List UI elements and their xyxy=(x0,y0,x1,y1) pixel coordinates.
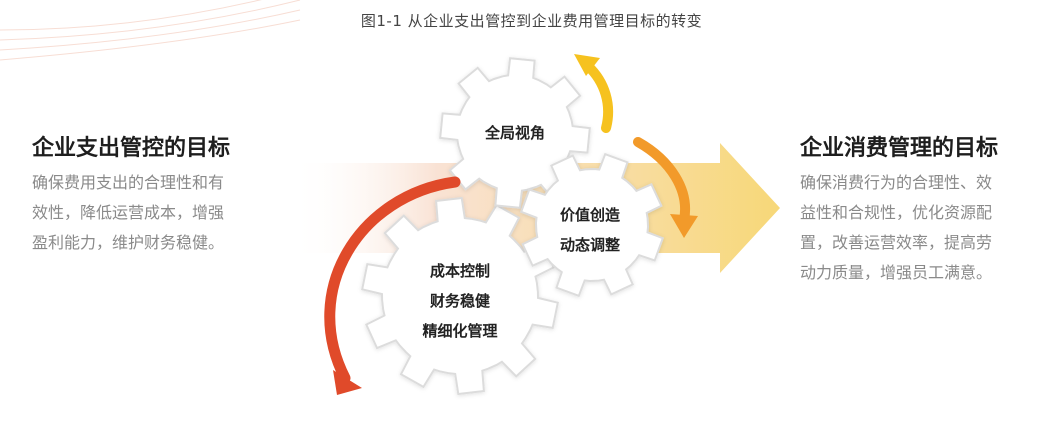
left-line: 确保费用支出的合理性和有 xyxy=(32,173,225,192)
gear-top-line: 全局视角 xyxy=(484,124,545,142)
gear-middle xyxy=(519,152,665,298)
gear-middle-line: 价值创造 xyxy=(559,206,620,224)
right-line: 确保消费行为的合理性、效 xyxy=(800,173,993,192)
right-title: 企业消费管理的目标 xyxy=(800,136,999,161)
left-description: 确保费用支出的合理性和有 效性，降低运营成本，增强 盈利能力，维护财务稳健。 xyxy=(32,168,272,258)
gear-top-label: 全局视角 xyxy=(470,118,560,148)
right-description: 确保消费行为的合理性、效 益性和合规性，优化资源配 置，改善运营效率，提高劳 动… xyxy=(800,168,1040,288)
gear-bottom-label: 成本控制 财务稳健 精细化管理 xyxy=(380,256,540,346)
gear-bottom-line: 财务稳健 xyxy=(429,292,490,310)
left-line: 盈利能力，维护财务稳健。 xyxy=(32,233,225,252)
gear-middle-line: 动态调整 xyxy=(559,236,620,254)
decorative-lines xyxy=(0,0,301,61)
right-line: 置，改善运营效率，提高劳 xyxy=(800,233,993,252)
curved-arrow-orange xyxy=(633,137,698,238)
gear-bottom-line: 精细化管理 xyxy=(422,322,498,340)
gear-middle-label: 价值创造 动态调整 xyxy=(545,200,635,260)
figure-caption: 图1-1 从企业支出管控到企业费用管理目标的转变 xyxy=(360,12,703,30)
right-line: 益性和合规性，优化资源配 xyxy=(800,203,993,222)
curved-arrow-red xyxy=(324,176,461,395)
left-title: 企业支出管控的目标 xyxy=(32,136,231,161)
gear-bottom-line: 成本控制 xyxy=(429,262,490,280)
left-line: 效性，降低运营成本，增强 xyxy=(32,203,225,222)
curved-arrow-yellow xyxy=(574,54,614,133)
right-line: 动力质量，增强员工满意。 xyxy=(800,263,993,282)
